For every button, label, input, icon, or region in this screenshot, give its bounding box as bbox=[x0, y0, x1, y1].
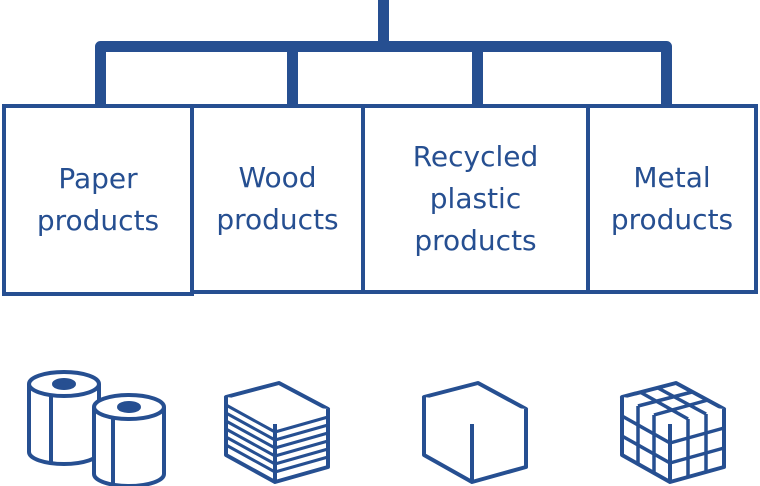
category-label-paper: Paper products bbox=[4, 106, 192, 294]
category-boxes bbox=[2, 104, 758, 296]
branch-bar bbox=[95, 41, 672, 106]
category-box-metal bbox=[586, 104, 758, 294]
connector-lines bbox=[95, 0, 672, 106]
toilet-paper-rolls-icon bbox=[27, 370, 166, 486]
category-box-wood bbox=[190, 104, 365, 294]
label-line: Paper bbox=[58, 162, 138, 195]
category-label-wood: Wood products bbox=[192, 106, 363, 292]
label-line: Recycled bbox=[412, 140, 539, 173]
label-line: products bbox=[610, 203, 734, 236]
cube-icon bbox=[422, 381, 528, 484]
label-line: products bbox=[216, 203, 339, 236]
grid-cube-icon bbox=[620, 381, 726, 484]
label-line: Metal bbox=[633, 161, 711, 194]
category-label-metal: Metal products bbox=[588, 106, 756, 292]
label-line: Wood bbox=[238, 161, 317, 194]
category-box-paper bbox=[2, 104, 194, 296]
category-box-plastic bbox=[361, 104, 590, 294]
label-line: products bbox=[414, 224, 537, 257]
stacked-sheets-icon bbox=[224, 381, 330, 484]
label-line: plastic bbox=[429, 182, 522, 215]
label-line: products bbox=[36, 204, 160, 237]
category-label-plastic: Recycled plastic products bbox=[363, 106, 588, 292]
